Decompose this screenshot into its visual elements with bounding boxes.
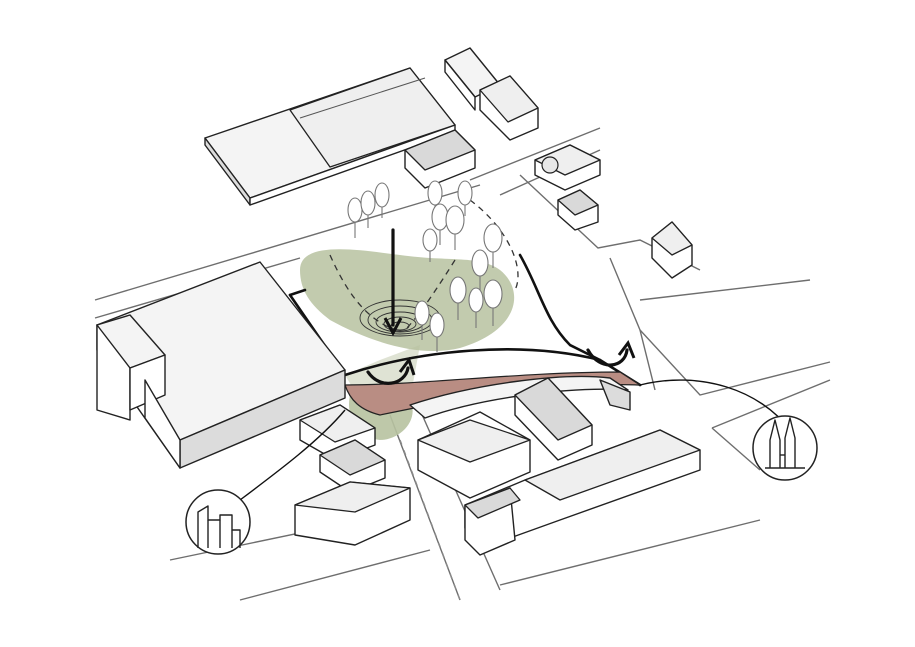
road-edge (389, 414, 461, 601)
plaza-edge (288, 288, 307, 297)
road-edge (239, 549, 431, 601)
road-edge (711, 379, 831, 429)
west-buildings (294, 404, 411, 546)
cathedral-icon (752, 415, 818, 481)
arrow-left-curve (366, 366, 410, 385)
arrow-down-head (383, 317, 403, 337)
skyline-icon (185, 489, 251, 555)
leader-line-skyline (239, 409, 346, 501)
large-block-north (204, 67, 456, 206)
flow-arrows (366, 228, 636, 385)
large-block-west (96, 261, 346, 469)
plaza-edge (288, 293, 642, 387)
road-edge (639, 329, 656, 391)
road-edge (609, 257, 831, 396)
road-edge (639, 279, 811, 301)
road-edge (469, 127, 601, 181)
house (404, 129, 476, 189)
house-row-ne (444, 47, 693, 279)
arrow-left-head (398, 356, 416, 376)
road-edge (711, 427, 761, 471)
south-buildings (417, 377, 701, 556)
plaza-edge (518, 253, 602, 362)
arrow-right-head (617, 339, 636, 359)
trees-icon (347, 180, 503, 352)
curved-building (409, 375, 631, 419)
arrow-right-curve (586, 348, 629, 367)
road-edge (94, 184, 481, 301)
road-edge (499, 519, 761, 586)
